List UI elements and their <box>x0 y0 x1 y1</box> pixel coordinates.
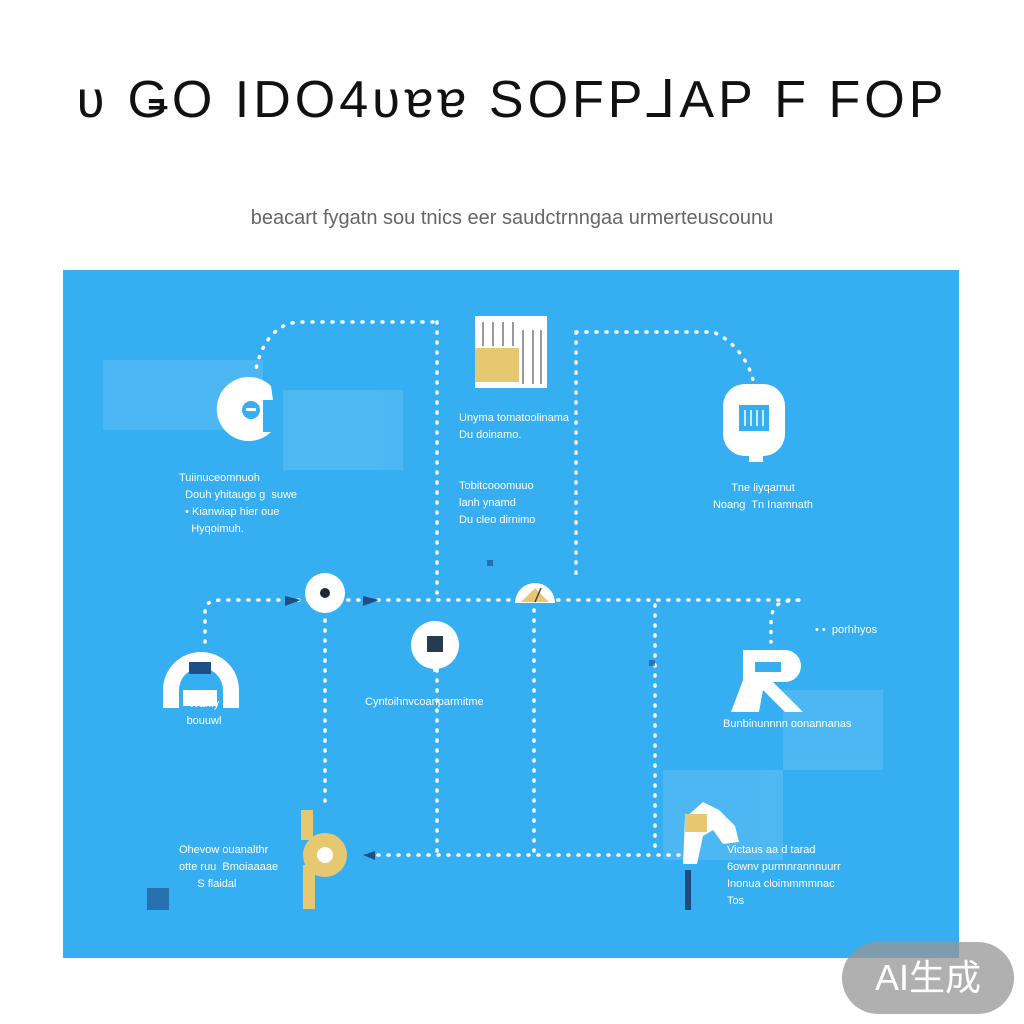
hand-icon <box>683 802 739 910</box>
label-top-mid-2: Tobitcooomuuo lanh ynamd Du cleo dirnimo <box>459 480 536 526</box>
gauge-icon <box>515 583 555 603</box>
person-gold-icon <box>301 810 347 909</box>
connector-right-top <box>574 330 755 382</box>
connector-horizontal <box>203 598 804 644</box>
gear-icon <box>216 377 273 441</box>
diagram-subtitle: beacart fygatn sou tnics eer saudctrnnga… <box>250 207 774 229</box>
background-blocks <box>103 360 883 860</box>
chat-bubble-icon <box>723 384 785 462</box>
label-right-mid: Bunbinunnnn ɑonannanas <box>723 718 852 730</box>
arrow-right-marker <box>363 596 379 606</box>
decorative-marks <box>147 560 655 910</box>
router-icon <box>731 650 803 712</box>
arrow-left-marker <box>285 596 301 606</box>
disc-icon <box>411 621 459 672</box>
label-left-mid: Waniy bouuwl <box>186 698 222 727</box>
ai-generated-watermark: AI生成 <box>842 942 1014 1014</box>
connector-layer <box>103 316 883 910</box>
node-circle-icon <box>305 573 345 613</box>
label-left-top: Tuiinuceomnuoh Douh yhitaugo g suwe • Ki… <box>179 472 298 535</box>
label-right-note: • • porhhyos <box>815 624 878 636</box>
label-top-mid-1: Unyma tomatoolinama Du doinamo. <box>459 412 570 441</box>
connector-left-top <box>253 320 435 376</box>
diagram-panel: Unyma tomatoolinama Du doinamo. Tobitcoo… <box>63 270 959 958</box>
label-right-top: Tne liyqarnut Noang Tn Inamnath <box>712 482 814 511</box>
dotted-connectors <box>203 320 804 857</box>
headset-icon <box>163 652 239 708</box>
label-right-bottom: Victaus aa d tarad 6ownv purmnrannnuurr … <box>727 844 841 907</box>
building-icon <box>475 316 547 388</box>
label-center: Cyntoihnvcoanparmitme <box>365 696 484 708</box>
connector-arrows <box>285 596 379 860</box>
arrow-bottom-marker <box>363 851 375 860</box>
label-left-bottom: Ohevow ouanalthr otte ruu Bmoiaaaae S fl… <box>179 844 279 890</box>
diagram-title: ʋ ǤO IDO4ʋɐɐ SOFP⅃AP F FOP <box>76 71 948 129</box>
